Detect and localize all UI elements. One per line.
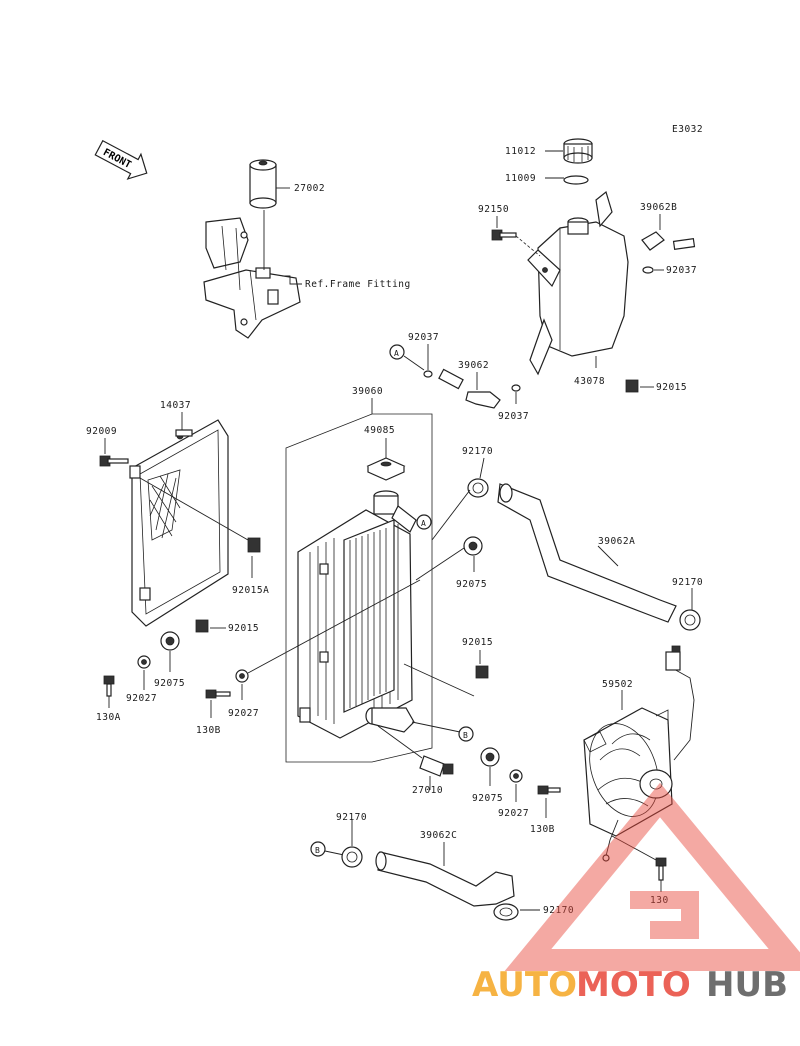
watermark-part-1: AUTO: [472, 965, 577, 1005]
radiator-core: [297, 509, 413, 739]
label-130B-b: 130B: [530, 824, 555, 835]
collar-92027-b: [235, 669, 249, 683]
clip-92037-a: [642, 266, 654, 274]
label-130A: 130A: [96, 712, 121, 723]
radiator-shroud-14037: [129, 419, 229, 627]
clip-92015-b: [195, 619, 209, 633]
grommet-92075-b: [160, 631, 180, 651]
label-11012: 11012: [505, 146, 536, 157]
filler-neck: [373, 490, 417, 533]
hose-39062B: [641, 231, 696, 251]
watermark-part-2: MOTO: [576, 965, 691, 1005]
label-92150: 92150: [478, 204, 509, 215]
clamp-92170-d: [493, 903, 519, 921]
svg-text:B: B: [315, 846, 320, 855]
grommet-92075-c: [480, 747, 500, 767]
label-92027-b: 92027: [228, 708, 259, 719]
label-92037-b: 92037: [408, 332, 439, 343]
cap-gasket: [563, 175, 589, 185]
bracket-27002: [203, 159, 301, 339]
bolt-92150: [491, 229, 517, 241]
label-92037-a: 92037: [666, 265, 697, 276]
label-14037: 14037: [160, 400, 191, 411]
label-92075-c: 92075: [472, 793, 503, 804]
label-130B-a: 130B: [196, 725, 221, 736]
hose-39062A: [497, 483, 677, 623]
bolt-130: [655, 857, 667, 881]
diagram-code: E3032: [672, 124, 703, 135]
bolt-130B-b: [537, 785, 561, 795]
hose-39062: [438, 368, 501, 409]
reservoir-cap: [563, 138, 593, 164]
bolt-130B-a: [205, 689, 231, 699]
label-92170-a: 92170: [462, 446, 493, 457]
label-92027-a: 92027: [126, 693, 157, 704]
front-arrow-icon: FRONT: [94, 139, 148, 180]
callout-b-radiator: [458, 726, 474, 742]
callout-a-radiator: [416, 514, 432, 530]
reservoir-tank: [527, 190, 629, 376]
clamp-92170-a: [467, 478, 489, 498]
label-92015-b: 92015: [228, 623, 259, 634]
label-92015-c: 92015: [462, 637, 493, 648]
fan-wire: [671, 667, 695, 761]
label-11009: 11009: [505, 173, 536, 184]
clip-92015-a: [625, 379, 639, 393]
clip-92015-c: [475, 665, 489, 679]
clamp-92170-c: [341, 846, 363, 868]
hose-39062C: [377, 851, 515, 907]
clip-92037-b: [423, 370, 433, 378]
automotohub-watermark: AUTO MOTO HUB: [472, 782, 800, 1005]
lower-outlet: [365, 707, 415, 733]
label-39062A: 39062A: [598, 536, 635, 547]
temp-sensor-27010: [419, 755, 454, 777]
label-92170-c: 92170: [336, 812, 367, 823]
fan-connector: [665, 651, 681, 671]
label-39062B: 39062B: [640, 202, 677, 213]
label-92170-b: 92170: [672, 577, 703, 588]
label-27002: 27002: [294, 183, 325, 194]
radiator-cap-49085: [366, 457, 406, 481]
label-92170-d: 92170: [543, 905, 574, 916]
watermark-part-3: HUB: [706, 965, 788, 1005]
label-92037-c: 92037: [498, 411, 529, 422]
clip-92015A: [247, 537, 261, 553]
label-49085: 49085: [364, 425, 395, 436]
label-130: 130: [650, 895, 669, 906]
label-39062C: 39062C: [420, 830, 457, 841]
collar-92027-c: [509, 769, 523, 783]
label-92015A: 92015A: [232, 585, 269, 596]
bolt-130A: [103, 675, 115, 697]
label-92075-a: 92075: [456, 579, 487, 590]
label-27010: 27010: [412, 785, 443, 796]
grommet-92075-a: [463, 536, 483, 556]
callout-a-upper: [389, 344, 405, 360]
cooling-fan-59502: [583, 707, 673, 837]
clip-92037-c: [511, 384, 521, 392]
label-39060: 39060: [352, 386, 383, 397]
label-92015-a: 92015: [656, 382, 687, 393]
svg-text:A: A: [421, 519, 426, 528]
label-59502: 59502: [602, 679, 633, 690]
ref-frame-label: Ref.Frame Fitting: [305, 279, 411, 290]
label-43078: 43078: [574, 376, 605, 387]
label-39062: 39062: [458, 360, 489, 371]
label-92027-c: 92027: [498, 808, 529, 819]
svg-text:A: A: [394, 349, 399, 358]
bolt-92009: [99, 455, 129, 467]
callout-b-lower: [310, 841, 326, 857]
label-92009: 92009: [86, 426, 117, 437]
label-92075-b: 92075: [154, 678, 185, 689]
collar-92027-a: [137, 655, 151, 669]
svg-text:B: B: [463, 731, 468, 740]
clamp-92170-b: [679, 609, 701, 631]
